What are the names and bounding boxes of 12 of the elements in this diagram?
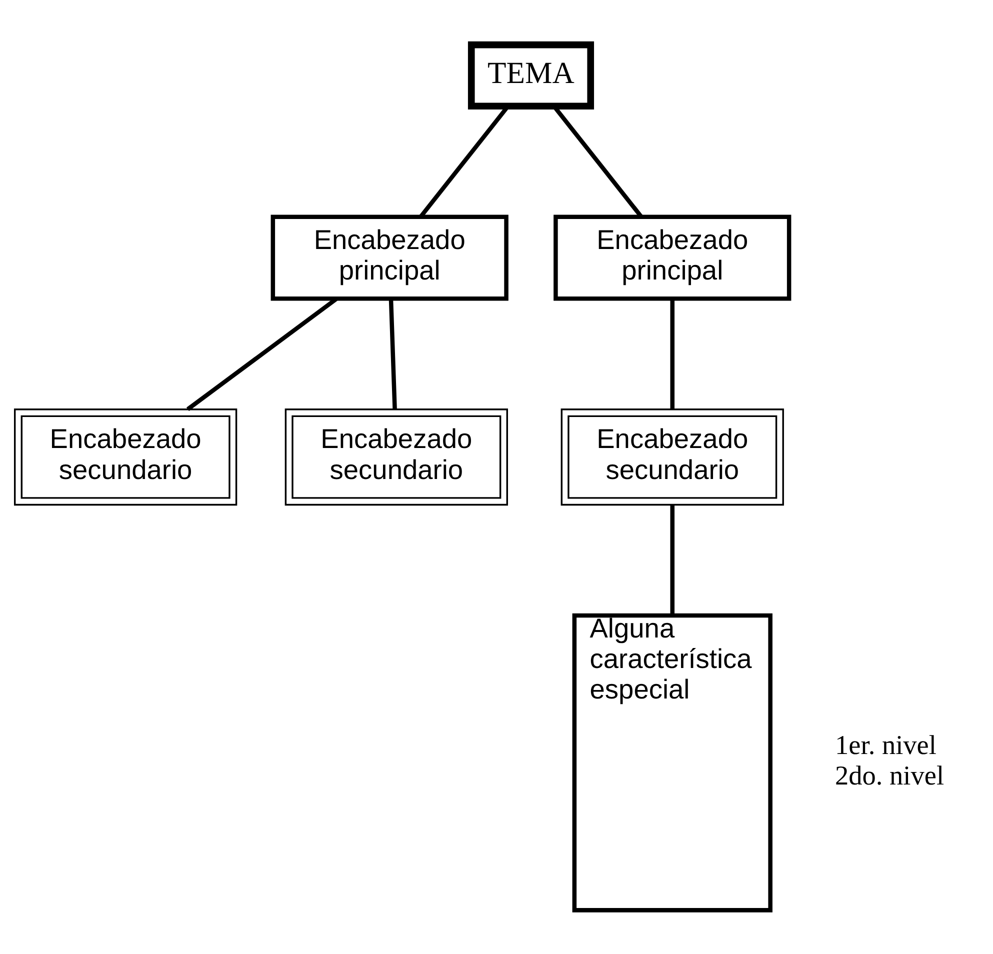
connector <box>388 298 397 408</box>
node-box: Alguna característica especial <box>572 612 772 912</box>
node-box: TEMA <box>468 40 594 110</box>
label: 1er. nivel <box>835 729 936 760</box>
label: 2do. nivel <box>835 760 944 790</box>
node-box: Encabezado principal <box>554 214 792 300</box>
connector <box>670 504 675 614</box>
node-box: Encabezado secundario <box>560 408 784 506</box>
node-box: Encabezado secundario <box>284 408 508 506</box>
node-box: Encabezado principal <box>270 214 508 300</box>
connector <box>670 298 675 408</box>
node-box: Encabezado secundario <box>14 408 238 506</box>
